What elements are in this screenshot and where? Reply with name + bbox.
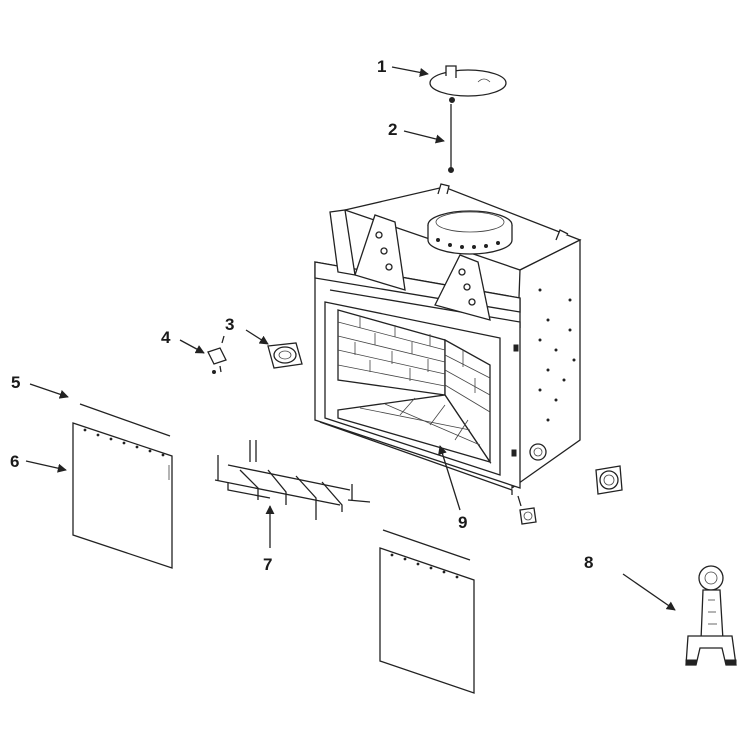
leader-arrows [25,66,676,611]
callout-7: 7 [263,555,272,574]
callout-4: 4 [161,328,171,347]
callout-8: 8 [584,553,593,572]
part-3-air-adapter-right [595,465,623,495]
part-4-fitting-right [517,495,537,525]
part-4-fitting [207,335,227,374]
part-9-firebox [314,183,582,495]
part-6-screen-panel-right [379,547,475,694]
part-1-damper-plate [429,65,507,103]
callout-2: 2 [388,120,397,139]
part-2-rod [448,104,454,173]
part-7-log-grate [214,440,371,520]
callout-6: 6 [10,452,19,471]
callout-5: 5 [11,373,20,392]
part-3-air-adapter [267,342,303,369]
part-6-screen-panel-left [72,422,173,569]
part-8-grate-tool [685,565,737,666]
callout-1: 1 [377,57,386,76]
callout-9: 9 [458,513,467,532]
callout-3: 3 [225,315,234,334]
part-5-screen-rod [79,403,471,561]
